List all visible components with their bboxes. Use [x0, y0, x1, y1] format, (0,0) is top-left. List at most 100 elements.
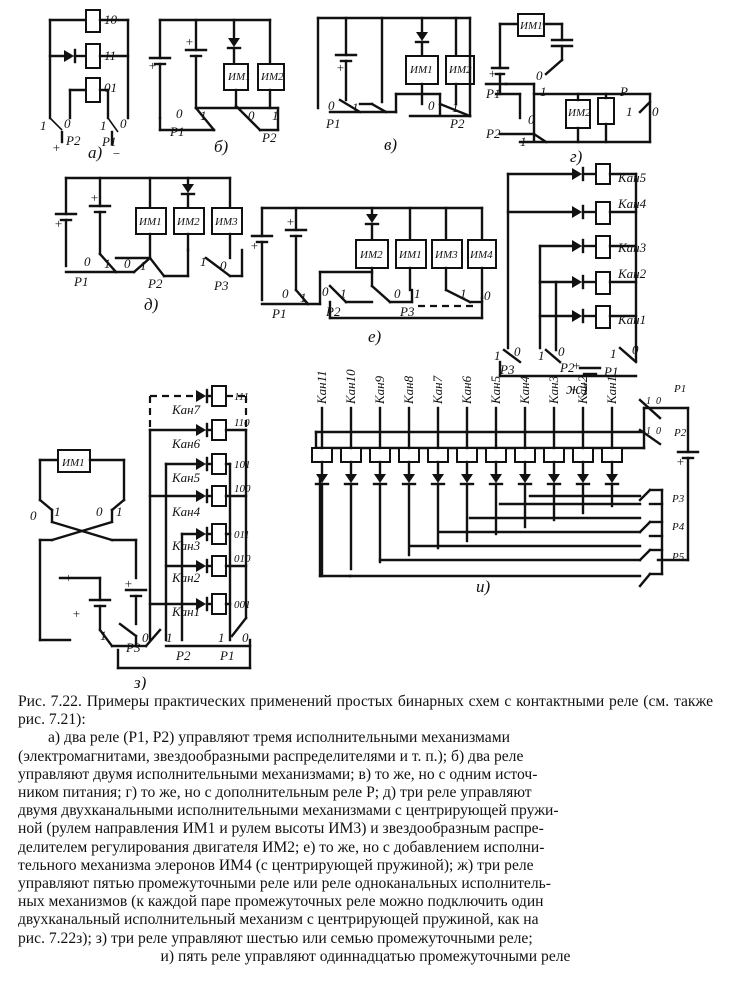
svg-text:0: 0 — [394, 286, 401, 301]
kan1-z: Кан1 — [171, 604, 200, 619]
svg-text:0: 0 — [528, 112, 535, 127]
svg-text:1: 1 — [300, 290, 307, 305]
svg-text:0: 0 — [632, 342, 639, 357]
svg-text:1: 1 — [104, 256, 111, 271]
im1-v: ИМ1 — [409, 64, 433, 76]
diode-icon — [403, 474, 415, 483]
label-p3-z: P3 — [125, 640, 141, 655]
im1-g: ИМ1 — [519, 20, 543, 32]
svg-text:0: 0 — [242, 630, 249, 645]
channel-label-k5: Кан5 — [488, 375, 503, 405]
svg-text:+: + — [676, 454, 685, 469]
caption-line: тельного механизма элеронов ИМ4 (с центр… — [18, 856, 534, 874]
panel-b: ИМ1 ИМ2 + + 0 1 P1 0 1 P2 б) — [148, 18, 285, 156]
im2-b: ИМ2 — [260, 71, 284, 83]
channel-label-k4: Кан4 — [517, 375, 532, 405]
label-p-g: P — [619, 84, 628, 99]
svg-text:1: 1 — [200, 254, 207, 269]
channel-relay-coil — [340, 447, 362, 463]
channel-relay-coil — [543, 447, 565, 463]
im1-d: ИМ1 — [138, 216, 162, 228]
channel-relay-coil — [572, 447, 594, 463]
svg-text:−: − — [112, 146, 121, 161]
panel-label-zh: ж) — [566, 379, 588, 398]
diode-icon — [577, 474, 589, 483]
label-p2-e: P2 — [325, 304, 341, 319]
panel-label-g: г) — [570, 147, 583, 166]
kan6-z: Кан6 — [171, 436, 201, 451]
svg-text:1: 1 — [352, 100, 359, 115]
im2-g: ИМ2 — [567, 107, 591, 119]
svg-text:1: 1 — [460, 286, 467, 301]
kan4-zh: Кан4 — [617, 196, 647, 211]
kan2-z: Кан2 — [171, 570, 201, 585]
svg-text:1: 1 — [610, 346, 617, 361]
svg-text:+: + — [124, 576, 133, 591]
caption-line: двумя двухканальными исполнительными мех… — [18, 802, 559, 820]
diode-icon — [432, 474, 444, 483]
label-p4-i: P4 — [671, 521, 685, 533]
im1-e: ИМ1 — [398, 249, 422, 261]
svg-text:+: + — [488, 66, 497, 81]
label-p3-i: P3 — [671, 493, 685, 505]
svg-text:0: 0 — [30, 508, 37, 523]
code-101: 101 — [234, 459, 251, 471]
svg-text:1: 1 — [100, 118, 107, 133]
svg-text:+: + — [90, 190, 99, 205]
channel-relay-coil — [456, 447, 478, 463]
code-11: 11 — [104, 48, 116, 63]
label-p2-a: P2 — [65, 133, 81, 148]
panel-label-b: б) — [214, 137, 229, 156]
svg-text:1: 1 — [40, 118, 47, 133]
code-010: 010 — [234, 553, 251, 565]
panel-g: ИМ1 ИМ2 + P1 P2 0 1 0 1 P 1 0 г) — [484, 13, 659, 166]
code-110: 110 — [234, 417, 250, 429]
label-p1-e: P1 — [271, 306, 286, 321]
caption-line: ником питания; г) то же, но с дополнител… — [18, 784, 532, 802]
channel-label-k9: Кан9 — [372, 375, 387, 405]
label-p3-d: P3 — [213, 278, 229, 293]
svg-text:+: + — [52, 140, 61, 155]
svg-text:0: 0 — [120, 116, 127, 131]
svg-text:1: 1 — [116, 504, 123, 519]
svg-text:0: 0 — [176, 106, 183, 121]
label-p2-b: P2 — [261, 130, 277, 145]
svg-text:0: 0 — [656, 426, 661, 437]
label-p1-d: P1 — [73, 274, 88, 289]
label-p2-g: P2 — [485, 126, 501, 141]
channel-label-k10: Кан10 — [343, 369, 358, 405]
caption-line: а) два реле (P1, P2) управляют тремя исп… — [48, 729, 510, 747]
im3-e: ИМ3 — [434, 249, 458, 261]
svg-text:1: 1 — [538, 348, 545, 363]
im3-d: ИМ3 — [214, 216, 238, 228]
channel-label-k1: Кан1 — [604, 376, 619, 405]
panel-z: ИМ1 0 1 0 1 + + + 1 P3 0 1 P2 1 0 P1 Кан… — [30, 385, 252, 690]
svg-text:0: 0 — [656, 396, 661, 407]
svg-text:1: 1 — [200, 108, 207, 123]
label-p1-i: P1 — [673, 383, 686, 395]
kan3-zh: Кан3 — [617, 240, 647, 255]
svg-text:+: + — [572, 358, 581, 373]
svg-text:0: 0 — [282, 286, 289, 301]
label-p2-v: P2 — [449, 116, 465, 131]
label-p1-zh: P1 — [603, 364, 618, 379]
code-01: 01 — [104, 80, 117, 95]
diode-icon — [490, 474, 502, 483]
svg-text:+: + — [72, 606, 81, 621]
im4-e: ИМ4 — [469, 249, 493, 261]
channel-label-k8: Кан8 — [401, 375, 416, 405]
code-10: 10 — [104, 12, 118, 27]
svg-text:0: 0 — [124, 256, 131, 271]
svg-text:0: 0 — [536, 68, 543, 83]
channel-label-k6: Кан6 — [459, 375, 474, 405]
label-p2-d: P2 — [147, 276, 163, 291]
svg-text:0: 0 — [220, 258, 227, 273]
label-p3-zh: P3 — [499, 362, 515, 377]
diode-icon — [345, 474, 357, 483]
label-p2-i: P2 — [673, 427, 687, 439]
caption-line: рис. 7.22з); з) три реле управляют шесть… — [18, 929, 533, 947]
label-p5-i: P5 — [671, 551, 685, 563]
svg-text:+: + — [185, 34, 194, 49]
caption-line: управляют пятью промежуточными реле или … — [18, 875, 551, 893]
channel-relay-coil — [311, 447, 333, 463]
